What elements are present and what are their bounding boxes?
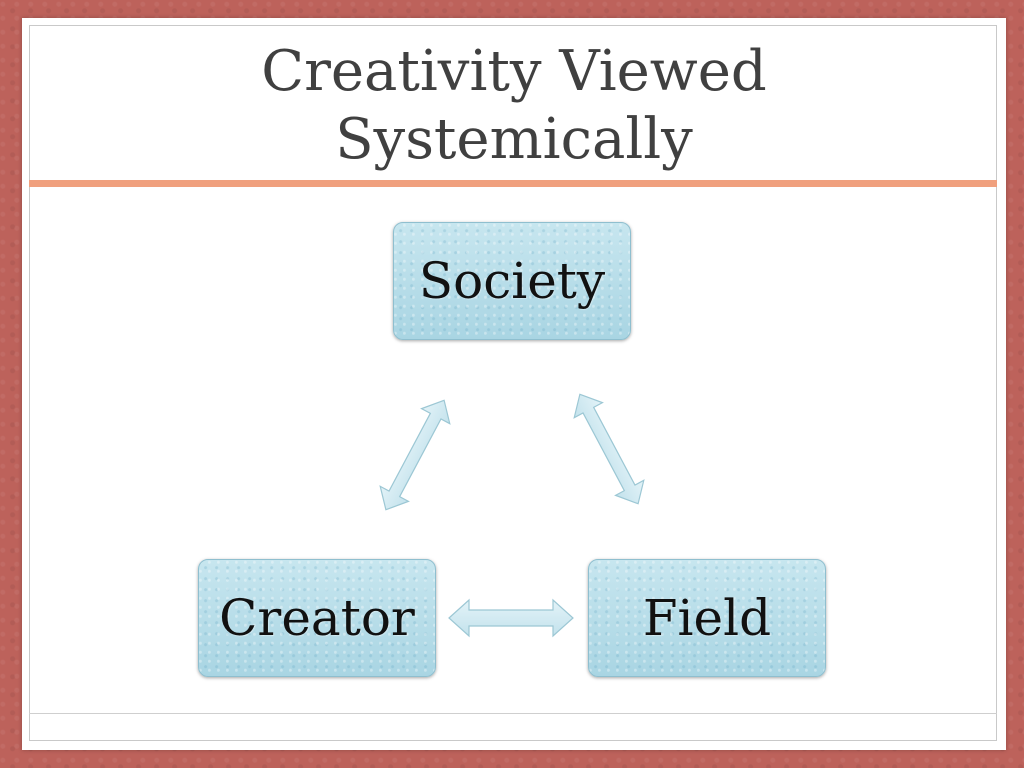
slide: Creativity Viewed Systemically Society C… — [22, 18, 1006, 750]
title-line-2: Systemically — [335, 107, 693, 172]
footer-line — [29, 713, 997, 714]
title-line-1: Creativity Viewed — [261, 39, 767, 104]
node-creator: Creator — [198, 559, 436, 677]
arrow-creator-field — [448, 598, 574, 638]
node-creator-label: Creator — [219, 589, 415, 647]
slide-inner-frame — [29, 25, 997, 741]
arrow-society-field — [573, 393, 645, 505]
node-society-label: Society — [418, 252, 606, 310]
diagram-arrows — [379, 393, 645, 638]
node-field: Field — [588, 559, 826, 677]
arrow-society-creator — [379, 399, 451, 511]
node-society: Society — [393, 222, 631, 340]
title-divider — [29, 180, 997, 187]
slide-title: Creativity Viewed Systemically — [22, 38, 1006, 174]
node-field-label: Field — [642, 589, 772, 647]
